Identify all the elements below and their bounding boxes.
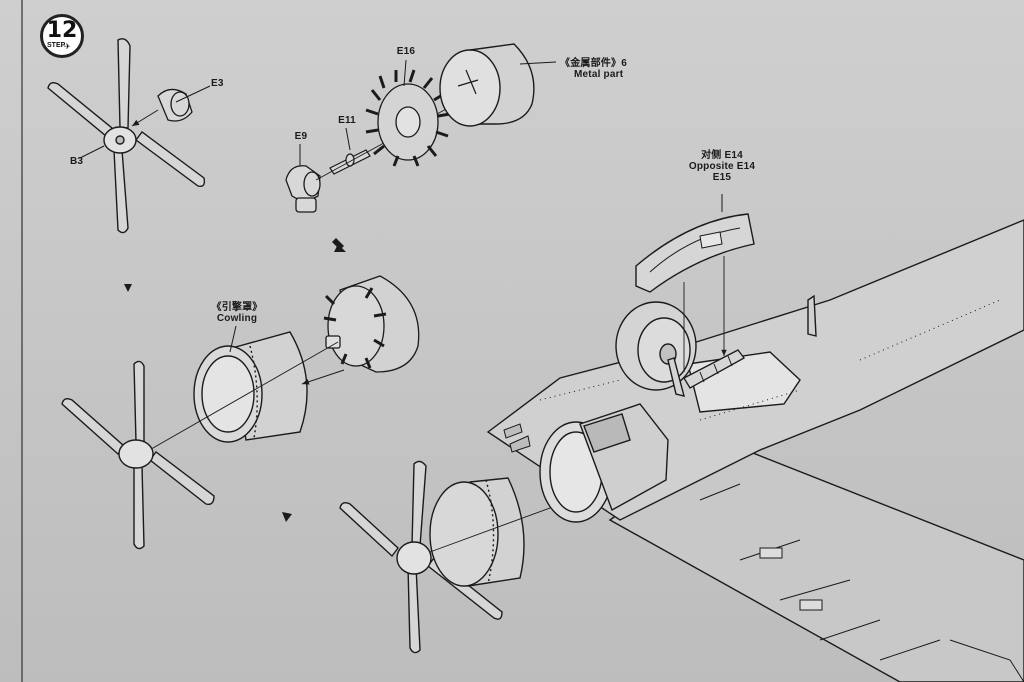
label-opposite-e14-e15: 对侧 E14 Opposite E14 E15 xyxy=(689,146,755,183)
flow-arrow-2 xyxy=(124,284,132,292)
spinner-part-e3 xyxy=(157,88,193,122)
label-metal-part-en: Metal part xyxy=(574,69,624,80)
label-e16: E16 xyxy=(396,46,416,57)
label-e15: E15 xyxy=(712,172,732,183)
radial-engine-e16 xyxy=(365,69,451,167)
leader-metal-part xyxy=(519,61,557,65)
engine-mid xyxy=(323,275,420,373)
label-e3: E3 xyxy=(211,78,224,89)
landing-gear-wheel xyxy=(615,301,697,397)
leader-e11 xyxy=(345,127,351,151)
label-metal-part: 《金属部件》6 Metal part xyxy=(560,54,627,80)
flow-arrow-3 xyxy=(282,512,292,522)
label-cowling-en: Cowling xyxy=(216,313,258,324)
label-cowling: 《引擎罩》 Cowling xyxy=(212,298,263,324)
label-e9: E9 xyxy=(294,131,308,142)
leader-e3 xyxy=(175,85,211,103)
aircraft-fuselage xyxy=(486,219,1024,682)
gear-door-e15 xyxy=(683,349,745,389)
leader-cowling xyxy=(229,325,237,353)
propeller-top xyxy=(47,38,206,234)
label-cowling-zh: 《引擎罩》 xyxy=(211,302,263,313)
leader-e16 xyxy=(403,59,407,87)
step-number: 12 xyxy=(46,18,78,43)
gear-door-e14 xyxy=(635,213,755,293)
axis-mid xyxy=(145,341,339,453)
hub-part-e9 xyxy=(285,165,321,213)
label-opposite-zh: 对侧 E14 xyxy=(701,150,743,161)
airplane-icon: ✈ xyxy=(64,42,71,51)
cowling-bottom xyxy=(429,477,525,587)
step-label: STEP xyxy=(47,42,66,49)
label-metal-part-zh: 《金属部件》6 xyxy=(560,58,627,69)
leader-b3 xyxy=(79,145,105,159)
arrow-cowling xyxy=(301,369,345,385)
propeller-mid xyxy=(61,360,215,550)
label-opposite-en: Opposite E14 xyxy=(688,161,756,172)
metal-part-drum xyxy=(439,43,535,127)
cowling-mid xyxy=(193,331,308,443)
step-badge: 12 STEP ✈ xyxy=(40,14,84,58)
flow-arrow-1 xyxy=(332,238,346,252)
label-b3: B3 xyxy=(70,156,84,167)
arrow-spinner xyxy=(131,109,159,127)
label-e11: E11 xyxy=(338,115,356,126)
